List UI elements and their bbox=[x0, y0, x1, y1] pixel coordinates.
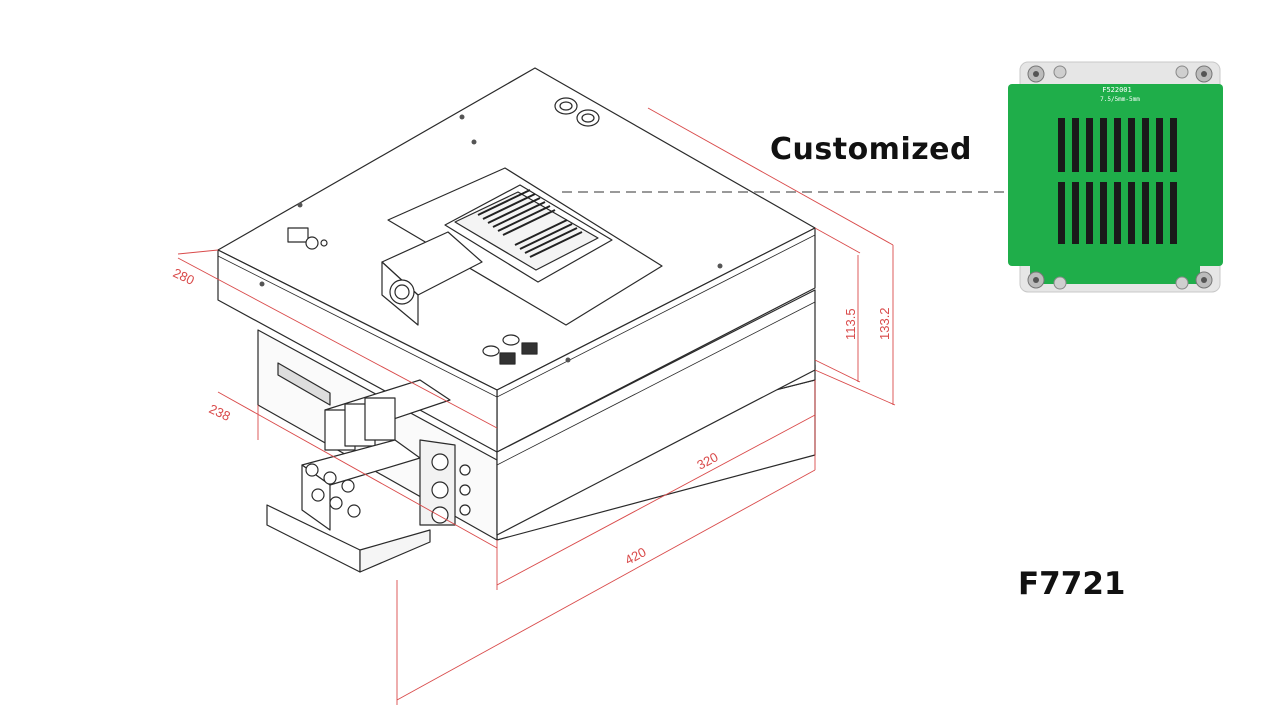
dim-280-line bbox=[177, 257, 498, 429]
dim-280-label: 280 bbox=[171, 265, 197, 288]
pcb-slots-bottom bbox=[1058, 182, 1177, 244]
button-1 bbox=[482, 345, 500, 357]
valve-fittings bbox=[305, 453, 471, 524]
pcb-code-text: F522001 bbox=[1102, 86, 1132, 94]
customized-label: Customized bbox=[770, 132, 973, 167]
pcb-slots-top bbox=[1058, 118, 1177, 172]
socket-slots bbox=[477, 189, 583, 258]
model-number-label: F7721 bbox=[1018, 566, 1126, 602]
pcb-socket-photo: F522001 7.5/5mm-5mm bbox=[1008, 61, 1223, 293]
pcb-sub-text: 7.5/5mm-5mm bbox=[1100, 96, 1140, 103]
air-connector bbox=[287, 227, 328, 250]
fixture-drawing bbox=[217, 67, 816, 573]
switch-1 bbox=[499, 352, 516, 365]
dim-113-label: 113.5 bbox=[843, 308, 858, 340]
lid-screws bbox=[259, 114, 723, 363]
dim-238-line bbox=[217, 391, 498, 549]
dimension-lines bbox=[177, 107, 896, 705]
pcb-screws bbox=[1027, 65, 1213, 290]
button-2 bbox=[502, 334, 520, 346]
dim-238-label: 238 bbox=[207, 401, 233, 424]
socket-lid bbox=[454, 191, 599, 271]
dsub-connector bbox=[277, 362, 331, 406]
switch-2 bbox=[521, 342, 538, 355]
dim-420-line bbox=[396, 469, 816, 701]
dim-320-line bbox=[496, 414, 816, 586]
dim-133-label: 133.2 bbox=[877, 307, 892, 340]
